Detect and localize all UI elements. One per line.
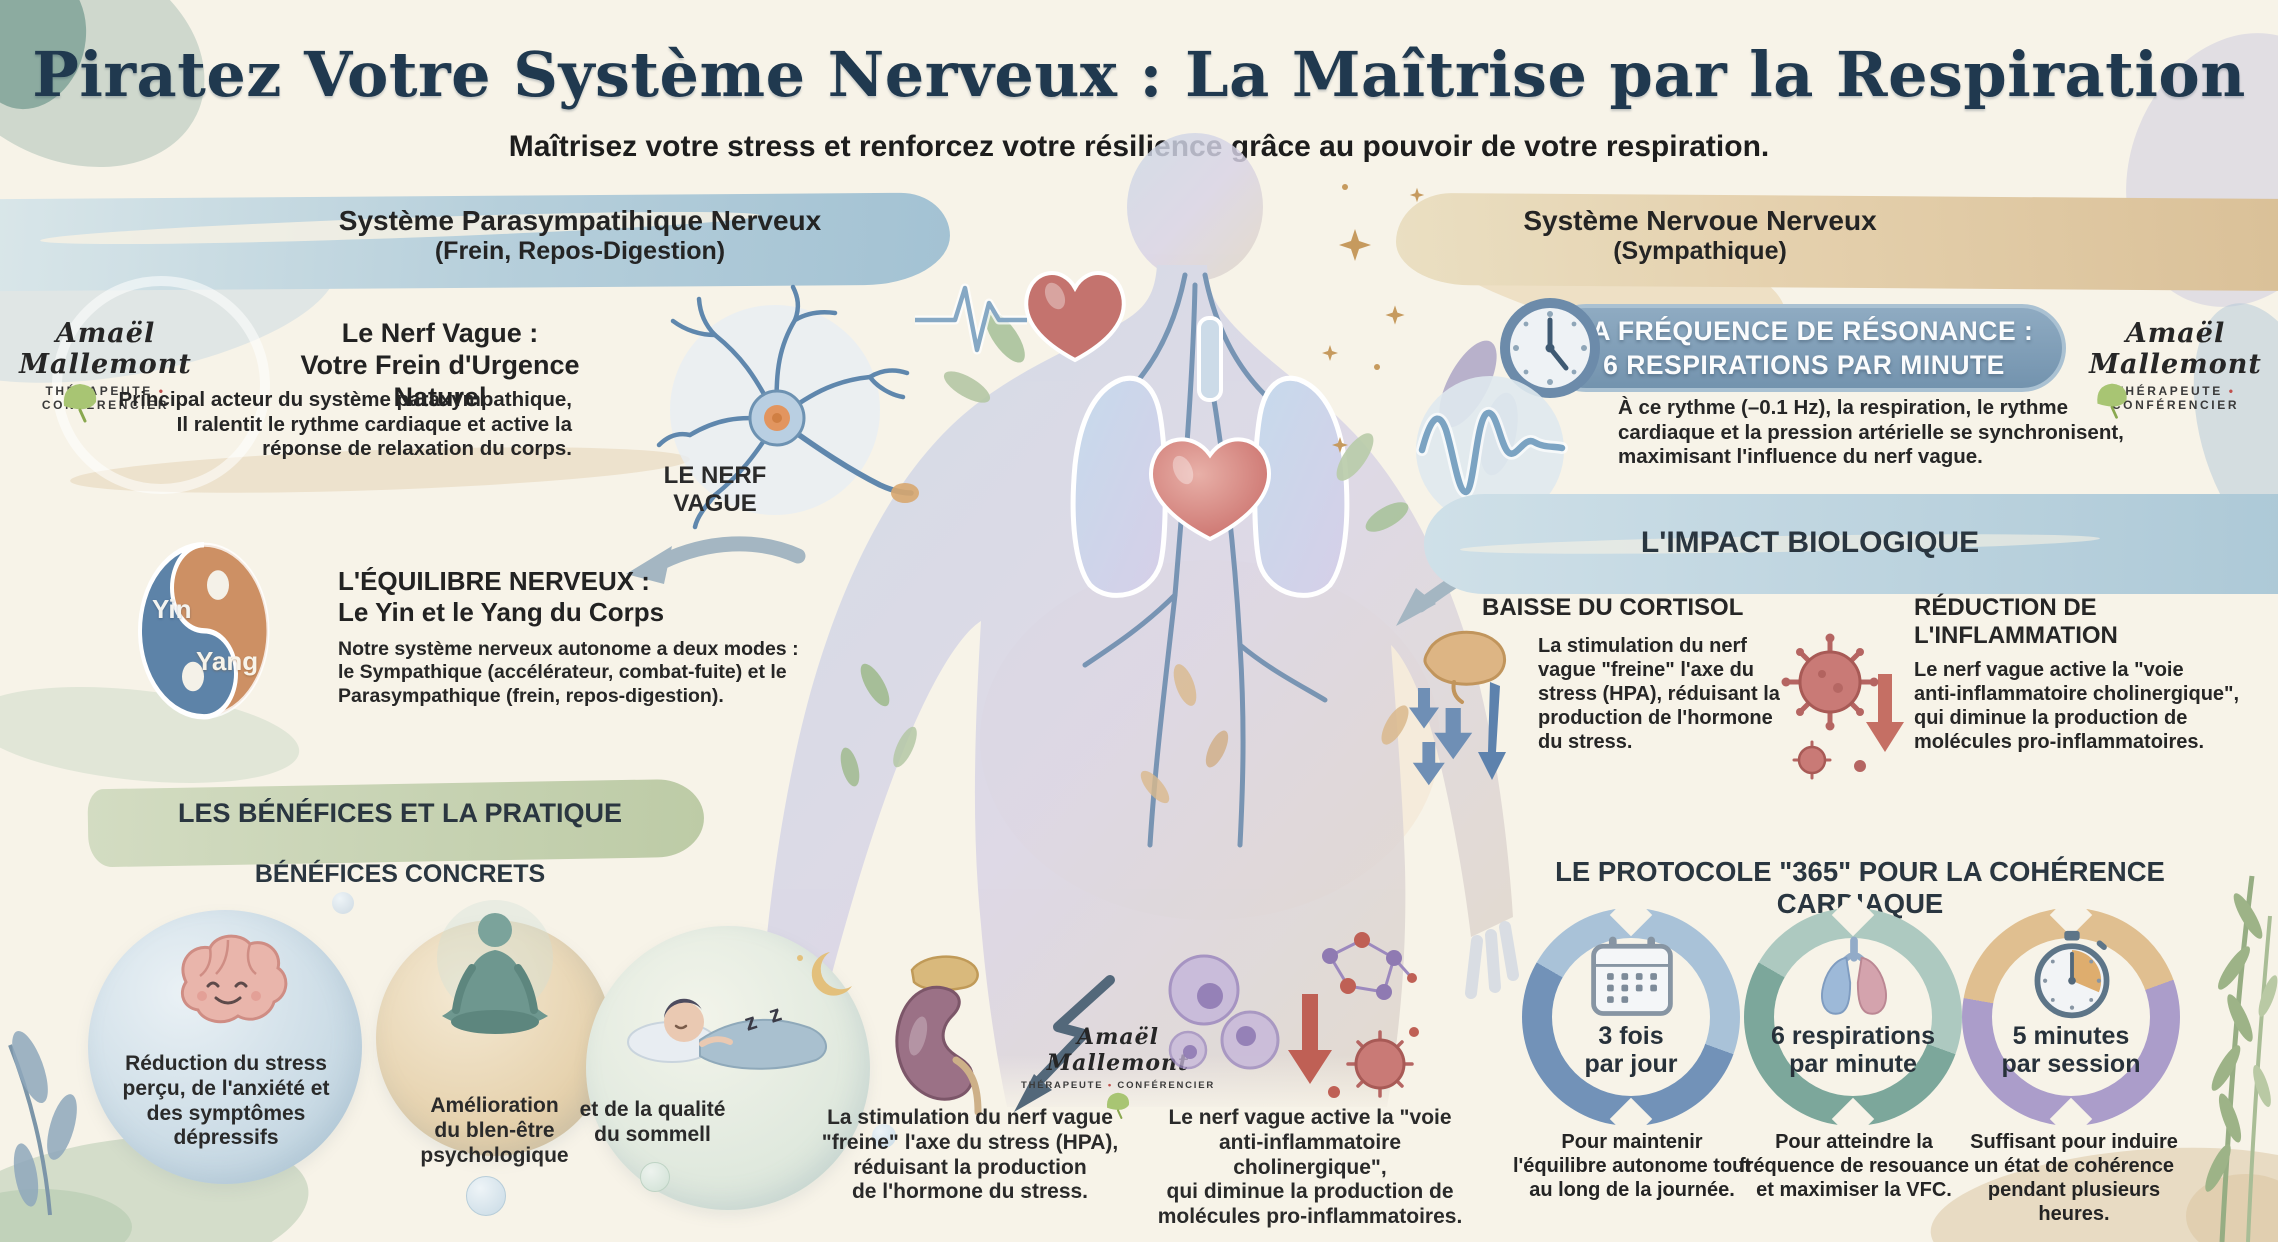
brand-tagline-dot: • — [2228, 384, 2236, 398]
brand-tagline-word: CONFÉRENCIER — [1117, 1080, 1216, 1091]
resonance-badge-text: LA FRÉQUENCE DE RÉSONANCE : 6 RESPIRATIO… — [1575, 315, 2034, 380]
small-bubble — [640, 1162, 670, 1192]
cholinergic-note: Le nerf vague active la "voie anti-infla… — [1157, 1106, 1463, 1229]
resonance-badge: LA FRÉQUENCE DE RÉSONANCE : 6 RESPIRATIO… — [1542, 304, 2066, 392]
kidney-icon — [895, 955, 982, 1116]
hpa-note: La stimulation du nerf vague "freine" l'… — [821, 1106, 1119, 1204]
benefits-subheading: BÉNÉFICES CONCRETS — [254, 860, 546, 888]
cells-icon — [1168, 932, 1419, 1098]
cortisol-heading: BAISSE DU CORTISOL — [1482, 594, 1744, 621]
vagus-label: LE NERF VAGUE — [663, 462, 767, 517]
resonance-paragraph: À ce rythme (–0.1 Hz), la respiration, l… — [1618, 396, 2124, 469]
brand-name: Amaël Mallemont — [2089, 318, 2262, 380]
small-bubble — [332, 892, 354, 914]
sparkle-icon — [1322, 184, 1425, 453]
brand-name: Amaël Mallemont — [19, 318, 192, 380]
plant-icon — [2186, 875, 2278, 1242]
protocol-step-1-label: 3 fois par jour — [1584, 1022, 1678, 1078]
yin-yang-icon: Yin Yang — [138, 542, 270, 720]
ginkgo-leaf-icon — [63, 384, 97, 423]
ginkgo-leaf-icon — [2097, 383, 2127, 419]
adrenal-icon — [1409, 630, 1506, 786]
logo-ring — [52, 276, 270, 494]
benefit-bubble-sommeil — [586, 926, 870, 1210]
parasympathetic-band-subtitle: (Frein, Repos-Digestion) — [434, 237, 726, 266]
balance-heading: L'ÉQUILIBRE NERVEUX : Le Yin et le Yang … — [338, 566, 665, 627]
arrow-left-icon — [626, 536, 806, 584]
protocol-ring-1: 3 fois par jour — [1522, 893, 1740, 1141]
brain-icon — [181, 934, 288, 1024]
protocol-step-2-caption: Pour atteindre la fréquence de resouance… — [1738, 1131, 1970, 1201]
protocol-step-1-caption: Pour maintenir l'équilibre autonome tout… — [1512, 1131, 1752, 1201]
calendar-icon — [1591, 936, 1673, 1016]
brand-tagline-word: THÉRAPEUTE — [1020, 1080, 1104, 1091]
benefits-band-title: LES BÉNÉFICES ET LA PRATIQUE — [177, 798, 623, 828]
heart-ecg-icon — [915, 271, 1126, 363]
parasympathetic-band-text: Système Parasympatihique Nerveux (Frein,… — [295, 205, 865, 266]
page-title: Piratez Votre Système Nerveux : La Maîtr… — [32, 38, 2246, 111]
virus-icon — [1781, 633, 1904, 780]
sympathetic-band-subtitle: (Sympathique) — [1613, 237, 1787, 266]
benefit-bubble-stress-text: Réduction du stress perçu, de l'anxiété … — [122, 1052, 330, 1150]
parasympathetic-band-title: Système Parasympatihique Nerveux — [338, 205, 822, 236]
page-subtitle: Maîtrisez votre stress et renforcez votr… — [508, 130, 1770, 163]
brand-tagline-dot: • — [158, 384, 166, 398]
brand-logo-center: Amaël Mallemont THÉRAPEUTE • CONFÉRENCIE… — [1018, 1024, 1218, 1091]
vagus-heading: Le Nerf Vague : Votre Frein d'Urgence Na… — [300, 318, 580, 412]
neuron-icon — [656, 284, 919, 530]
small-bubble — [466, 1176, 506, 1216]
cortisol-paragraph: La stimulation du nerf vague "freine" l'… — [1538, 635, 1780, 753]
leaves-icon — [0, 1031, 132, 1242]
protocol-step-3-caption: Suffisant pour induire un état de cohére… — [1970, 1131, 2178, 1225]
brand-tagline-word: THÉRAPEUTE — [2115, 384, 2223, 398]
benefit-bubble-bienetre-text: Amélioration du blen-être psychologique — [420, 1094, 569, 1167]
brand-name: Amaël Mallemont — [1046, 1024, 1190, 1076]
sleep-icon — [627, 952, 852, 1070]
lungs-icon — [1821, 936, 1887, 1015]
heart-illustration — [1149, 437, 1271, 542]
yin-label: Yin — [152, 594, 192, 624]
meditation-icon — [437, 900, 553, 1034]
brand-tagline: THÉRAPEUTE • CONFÉRENCIER — [2078, 384, 2273, 412]
balance-paragraph: Notre système nerveux autonome a deux mo… — [338, 638, 799, 707]
lightning-arrow-icon — [1014, 975, 1115, 1112]
leaf-decorations — [840, 272, 1409, 804]
ring-band — [1744, 908, 1962, 1126]
lungs-illustration — [1070, 316, 1350, 598]
benefit-bubble-sommeil-text: et de la qualité du sommell — [579, 1098, 726, 1146]
inflammation-heading: RÉDUCTION DE L'INFLAMMATION — [1914, 594, 2118, 649]
protocol-ring-3: 5 minutes par session — [1962, 893, 2180, 1141]
small-bubble — [872, 1124, 896, 1148]
brand-logo-left: Amaël Mallemont THÉRAPEUTE • CONFÉRENCIE… — [8, 318, 203, 412]
wave-icon — [1416, 376, 1568, 524]
protocol-step-3-label: 5 minutes par session — [2001, 1022, 2141, 1078]
brand-tagline: THÉRAPEUTE • CONFÉRENCIER — [1018, 1080, 1218, 1091]
clock-icon — [1500, 298, 1600, 398]
ginkgo-leaf-icon — [1106, 1092, 1130, 1119]
inflammation-paragraph: Le nerf vague active la "voie anti-infla… — [1914, 659, 2240, 753]
brand-tagline-dot: • — [1107, 1080, 1113, 1091]
vagus-paragraph: Principal acteur du système paraxympathi… — [118, 388, 572, 461]
brand-tagline-word: CONFÉRENCIER — [2111, 398, 2240, 412]
stopwatch-icon — [2034, 930, 2110, 1019]
protocol-step-2-label: 6 respirations par minute — [1771, 1022, 1935, 1078]
moon-icon — [811, 952, 852, 996]
yang-label: Yang — [196, 646, 259, 676]
sympathetic-band-title: Système Nervoue Nerveux — [1523, 205, 1877, 236]
sympathetic-band-text: Système Nervoue Nerveux (Sympathique) — [1420, 205, 1980, 266]
protocol-ring-2: 6 respirations par minute — [1744, 893, 1962, 1141]
brand-logo-right: Amaël Mallemont THÉRAPEUTE • CONFÉRENCIE… — [2078, 318, 2273, 412]
impact-heading: L'IMPACT BIOLOGIQUE — [1640, 526, 1980, 559]
